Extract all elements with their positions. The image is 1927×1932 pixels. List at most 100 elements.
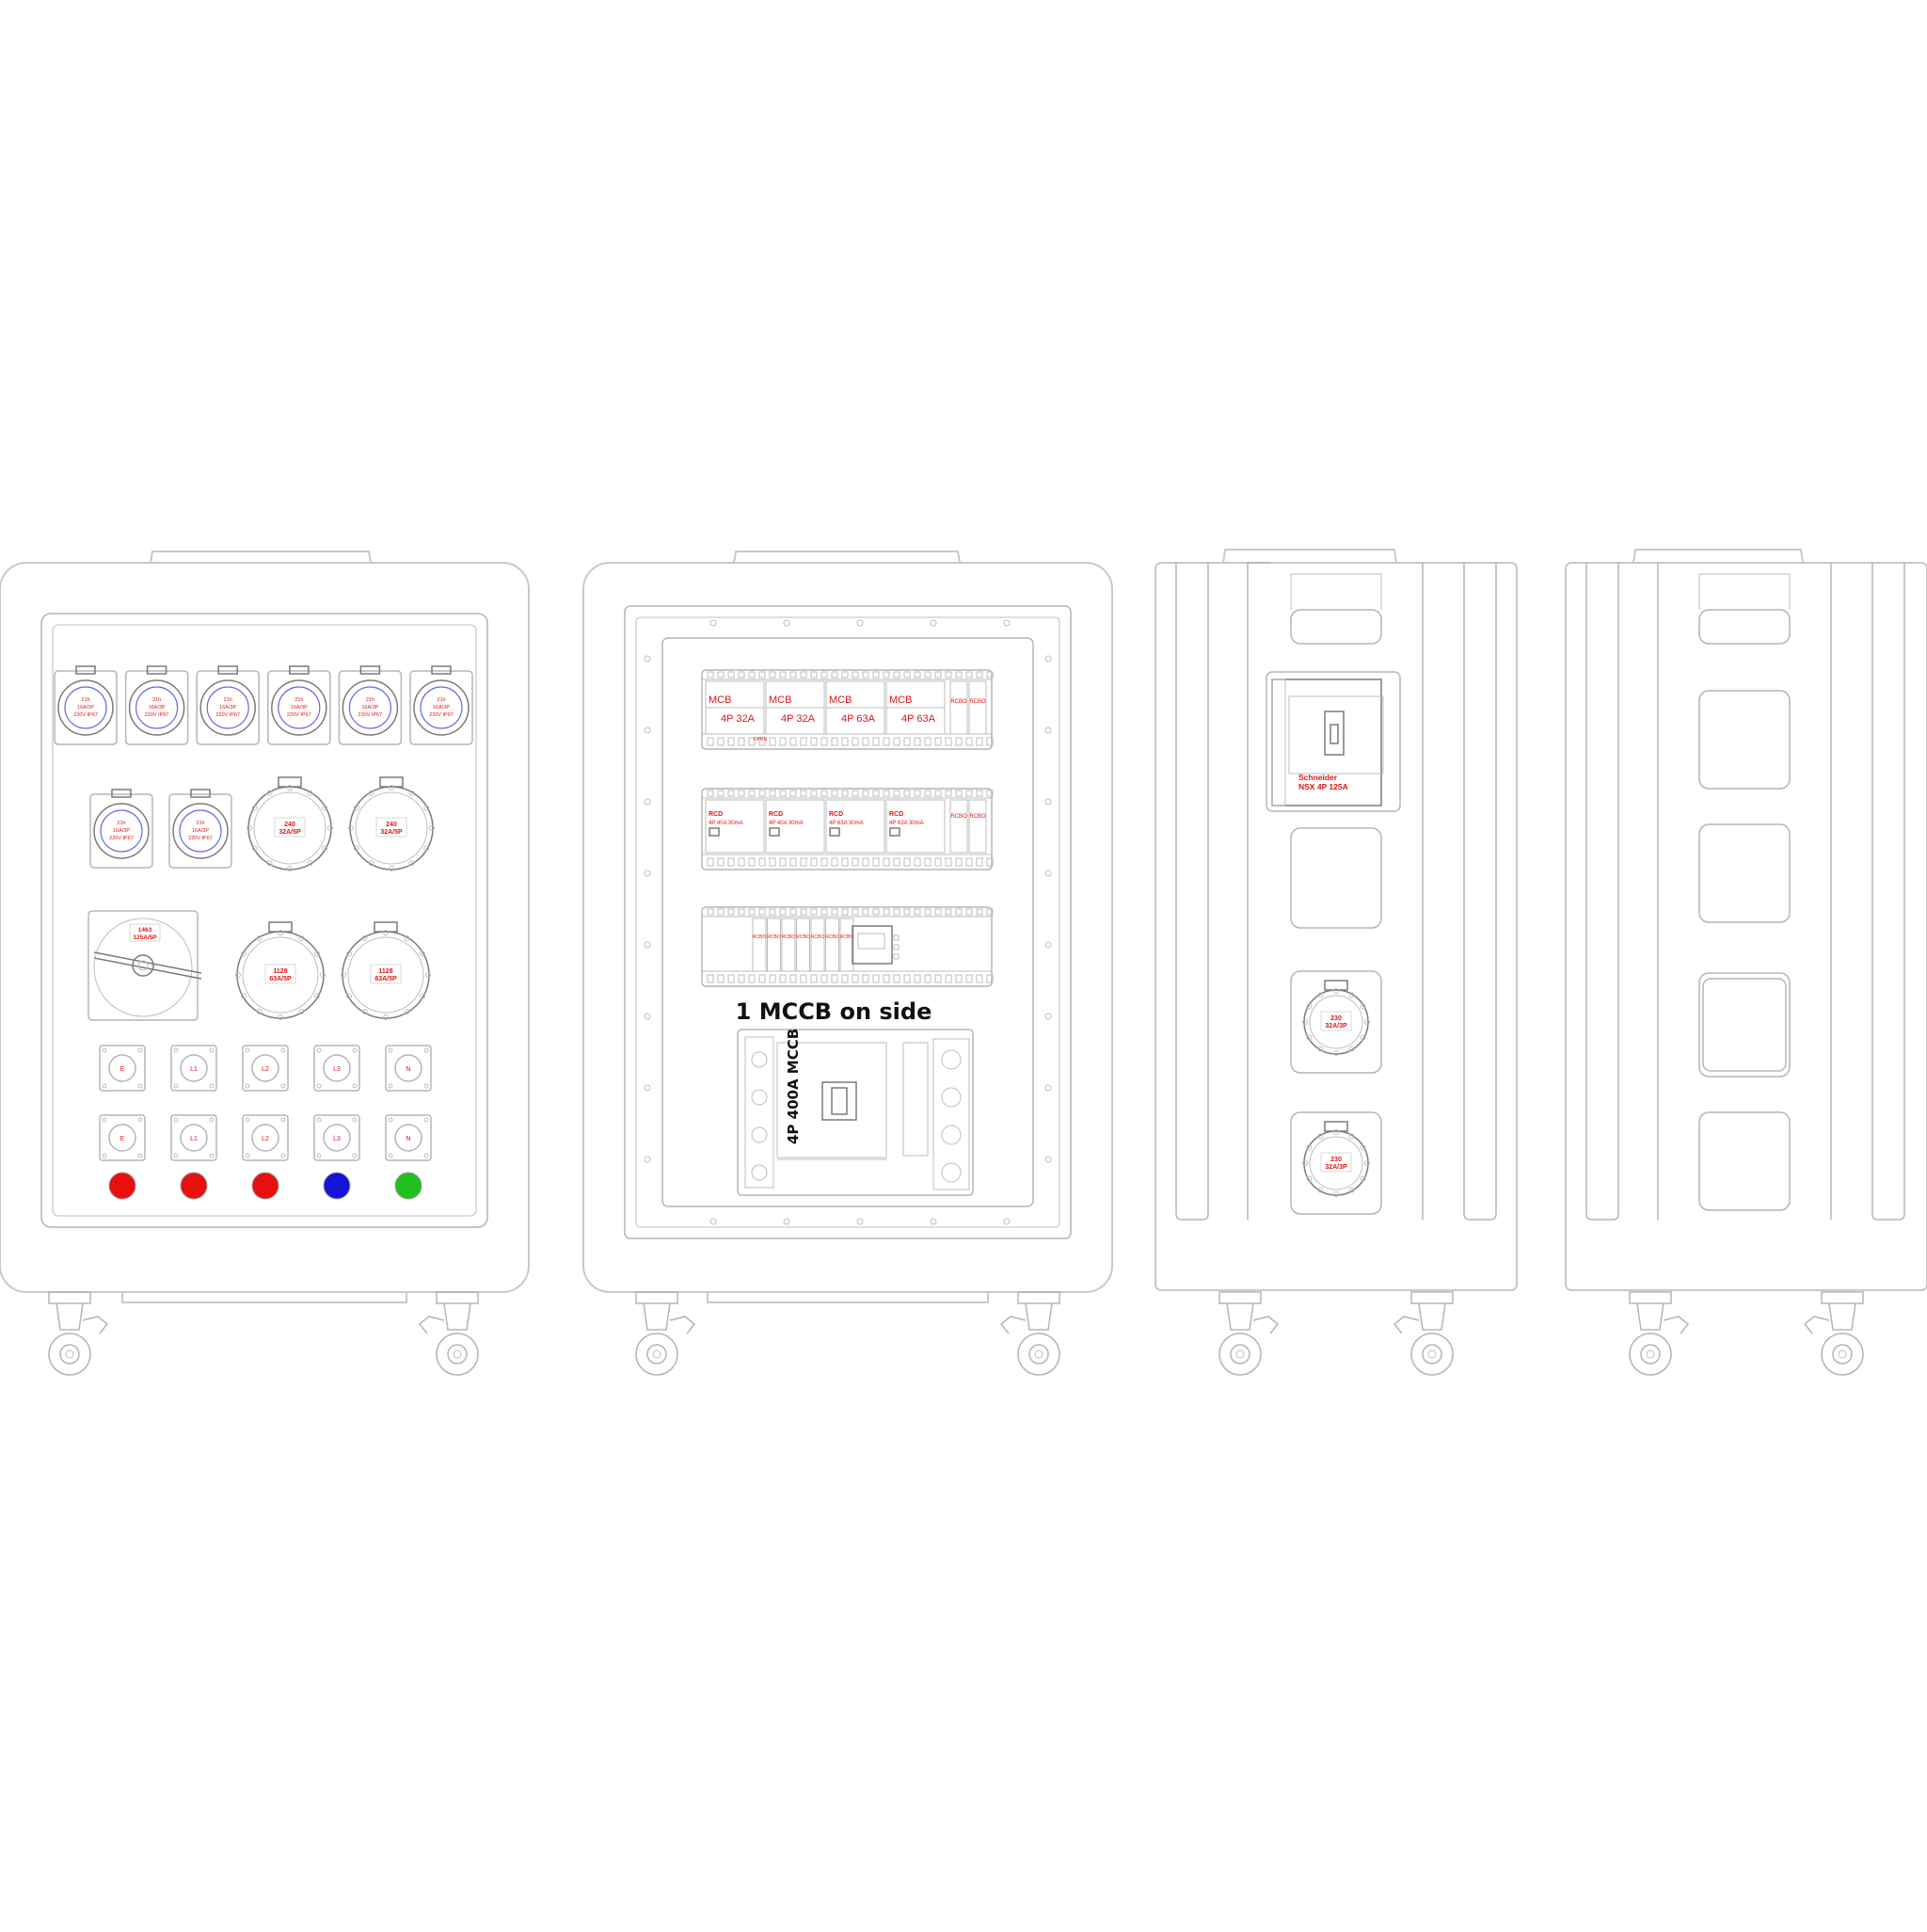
terminal [831,790,838,797]
bolt [783,1218,790,1225]
rcbo-label: RCBO [950,814,967,820]
socket-inner-ring [253,791,326,865]
socket-face [179,809,222,853]
bolt [709,619,717,627]
terminal [872,737,880,746]
caster-axle [1838,1349,1847,1359]
camlock-ring [323,1124,351,1152]
socket-recess [1290,1111,1382,1215]
camlock-n: N [385,1045,432,1092]
socket-inner-ring [347,936,424,1014]
terminal [707,857,714,867]
socket-label-line1: 21h [224,697,232,703]
terminal [883,790,890,797]
camlock-screw [137,1153,143,1158]
terminal [707,790,714,797]
rcbo-body [752,918,767,972]
camlock-screw [102,1083,107,1089]
camlock-screw [102,1153,107,1158]
bolt [1044,726,1052,734]
caster-brake [669,1316,696,1334]
bolt [930,619,937,627]
socket-label-line1: 240 [386,822,397,828]
terminal [748,790,756,797]
socket-notch [346,950,353,957]
din-rail-frame [701,906,993,987]
terminal [945,737,952,746]
breaker-rating-label: 4P 63A [901,713,936,725]
caster-axle [1427,1349,1437,1359]
terminal [955,974,963,983]
terminal [924,671,932,679]
breaker-type-label: MCB [889,695,912,706]
socket-notch [320,972,326,978]
terminal [914,857,921,867]
socket-notch [353,805,359,811]
side2-casters [1629,1291,1864,1376]
camlock-plate [170,1114,217,1161]
socket-ring [93,803,150,859]
socket-face [135,686,179,729]
camlock-ring [251,1124,279,1152]
terminal [872,671,880,679]
socket-notch [1360,1003,1366,1010]
camlock-plate [170,1045,217,1092]
terminal [717,671,725,679]
terminal [769,790,776,797]
camlock-screw [423,1047,429,1053]
camlock-screw [280,1083,286,1089]
side-mccb-note: 1 MCCB on side [736,998,932,1025]
terminal [903,671,911,679]
caster-brake [1803,1316,1830,1334]
camlock-l1: L1 [170,1045,217,1092]
terminal [955,737,963,746]
rcbo-body [949,799,968,854]
socket-label-line2: 32A/5P [380,829,403,836]
caster-wheel [48,1291,109,1376]
camlock-screw [209,1083,215,1089]
terminal [738,671,745,679]
terminal [789,974,797,983]
camlock-screw [245,1083,250,1089]
socket-notch [361,935,368,942]
terminal [810,908,818,916]
terminal [965,974,973,983]
socket-notch [1333,1191,1339,1197]
meter-led [893,953,900,960]
terminal [748,671,756,679]
socket-lid-hinge [217,665,238,675]
terminal [852,790,859,797]
terminal [800,974,807,983]
main-socket-label-2: 125A/5P [133,934,157,941]
bolt [1044,1013,1052,1020]
socket-notch [1348,992,1355,998]
socket-lid-hinge [278,776,302,788]
camlock-screw [280,1047,286,1053]
bolt [709,1218,717,1225]
socket-label-line1: 21h [295,697,303,703]
socket-label-line1: 21h [117,821,125,826]
socket-label-line1: 21h [196,821,204,826]
terminal [717,974,725,983]
socket-face [420,686,463,729]
socket-label-line1: 21h [152,697,161,703]
camlock-label: L1 [190,1136,198,1142]
terminal [883,671,890,679]
socket-label-line3: 220V IP67 [73,712,98,718]
terminal [789,908,797,916]
indicator-light [108,1172,136,1200]
socket-notch [256,1008,263,1014]
rcbo-body [767,918,781,972]
caster-wheel-hub [1640,1344,1661,1365]
terminal [903,908,911,916]
socket-notch [389,866,394,871]
rcbo-label: RCBO [753,934,767,940]
camlock-screw [280,1153,286,1158]
rcbo-body [839,918,854,972]
terminal [707,974,714,983]
terminal [903,737,911,746]
socket-label-line1: 230 [1330,1015,1342,1022]
camlock-ring [180,1054,208,1082]
